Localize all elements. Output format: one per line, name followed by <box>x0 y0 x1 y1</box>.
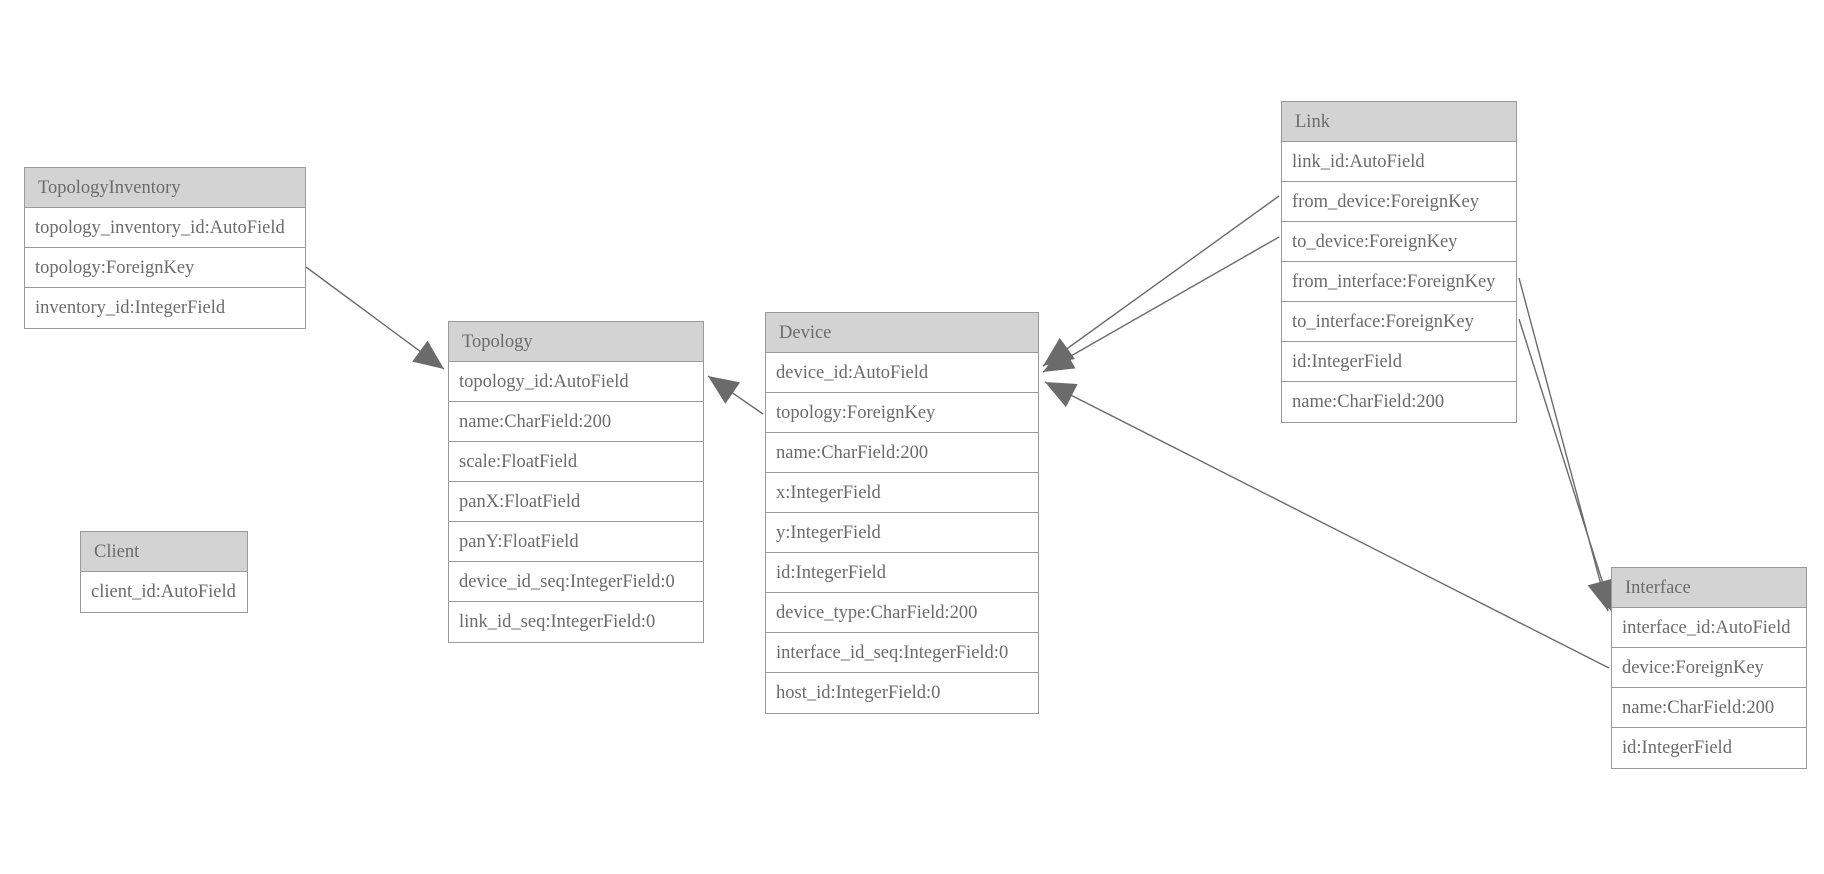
relationship-device-topology <box>707 375 764 415</box>
entity-field: client_id:AutoField <box>81 572 247 612</box>
entity-field: name:CharField:200 <box>449 402 703 442</box>
entity-field: topology_inventory_id:AutoField <box>25 208 305 248</box>
entity-field: name:CharField:200 <box>1282 382 1516 422</box>
entity-field: scale:FloatField <box>449 442 703 482</box>
entity-field: y:IntegerField <box>766 513 1038 553</box>
relationship-arrowhead <box>1043 345 1076 372</box>
relationship-line <box>1518 318 1613 613</box>
relationship-link-to-interface <box>1518 318 1616 613</box>
entity-title-interface: Interface <box>1612 568 1806 608</box>
entity-field: from_device:ForeignKey <box>1282 182 1516 222</box>
entity-field-list-client: client_id:AutoField <box>81 572 247 612</box>
entity-field: name:CharField:200 <box>1612 688 1806 728</box>
entity-field: link_id_seq:IntegerField:0 <box>449 602 703 642</box>
relationship-arrowhead <box>1045 382 1078 408</box>
relationship-arrowhead <box>1043 337 1075 366</box>
entity-field: device_id_seq:IntegerField:0 <box>449 562 703 602</box>
entity-field: interface_id_seq:IntegerField:0 <box>766 633 1038 673</box>
relationship-line <box>305 266 445 370</box>
relationship-line <box>1518 277 1609 612</box>
entity-field: id:IntegerField <box>1282 342 1516 382</box>
entity-field: from_interface:ForeignKey <box>1282 262 1516 302</box>
entity-field: x:IntegerField <box>766 473 1038 513</box>
entity-field: interface_id:AutoField <box>1612 608 1806 648</box>
entity-field: device_type:CharField:200 <box>766 593 1038 633</box>
entity-field: topology:ForeignKey <box>25 248 305 288</box>
relationship-line <box>1044 381 1610 669</box>
entity-field: link_id:AutoField <box>1282 142 1516 182</box>
entity-field: name:CharField:200 <box>766 433 1038 473</box>
entity-field: panX:FloatField <box>449 482 703 522</box>
entity-field: topology_id:AutoField <box>449 362 703 402</box>
entity-title-topology: Topology <box>449 322 703 362</box>
entity-field: id:IntegerField <box>766 553 1038 593</box>
entity-field: id:IntegerField <box>1612 728 1806 768</box>
entity-field: device_id:AutoField <box>766 353 1038 393</box>
relationship-link-to-device <box>1042 236 1280 373</box>
relationship-link-from-device <box>1042 195 1280 367</box>
relationship-arrowhead <box>412 340 444 369</box>
relationship-line <box>1042 195 1280 367</box>
entity-title-topology-inventory: TopologyInventory <box>25 168 305 208</box>
relationship-line <box>1042 236 1280 373</box>
entity-field: inventory_id:IntegerField <box>25 288 305 328</box>
entity-title-link: Link <box>1282 102 1516 142</box>
entity-field: to_device:ForeignKey <box>1282 222 1516 262</box>
relationship-line <box>707 375 764 415</box>
relationship-arrowhead <box>708 376 741 404</box>
entity-field: host_id:IntegerField:0 <box>766 673 1038 713</box>
entity-field: to_interface:ForeignKey <box>1282 302 1516 342</box>
relationship-link-from-interface <box>1518 277 1613 612</box>
entity-field: panY:FloatField <box>449 522 703 562</box>
entity-title-client: Client <box>81 532 247 572</box>
relationship-topologyinventory-topology <box>305 266 445 370</box>
entity-field: topology:ForeignKey <box>766 393 1038 433</box>
entity-title-device: Device <box>766 313 1038 353</box>
entity-field: device:ForeignKey <box>1612 648 1806 688</box>
